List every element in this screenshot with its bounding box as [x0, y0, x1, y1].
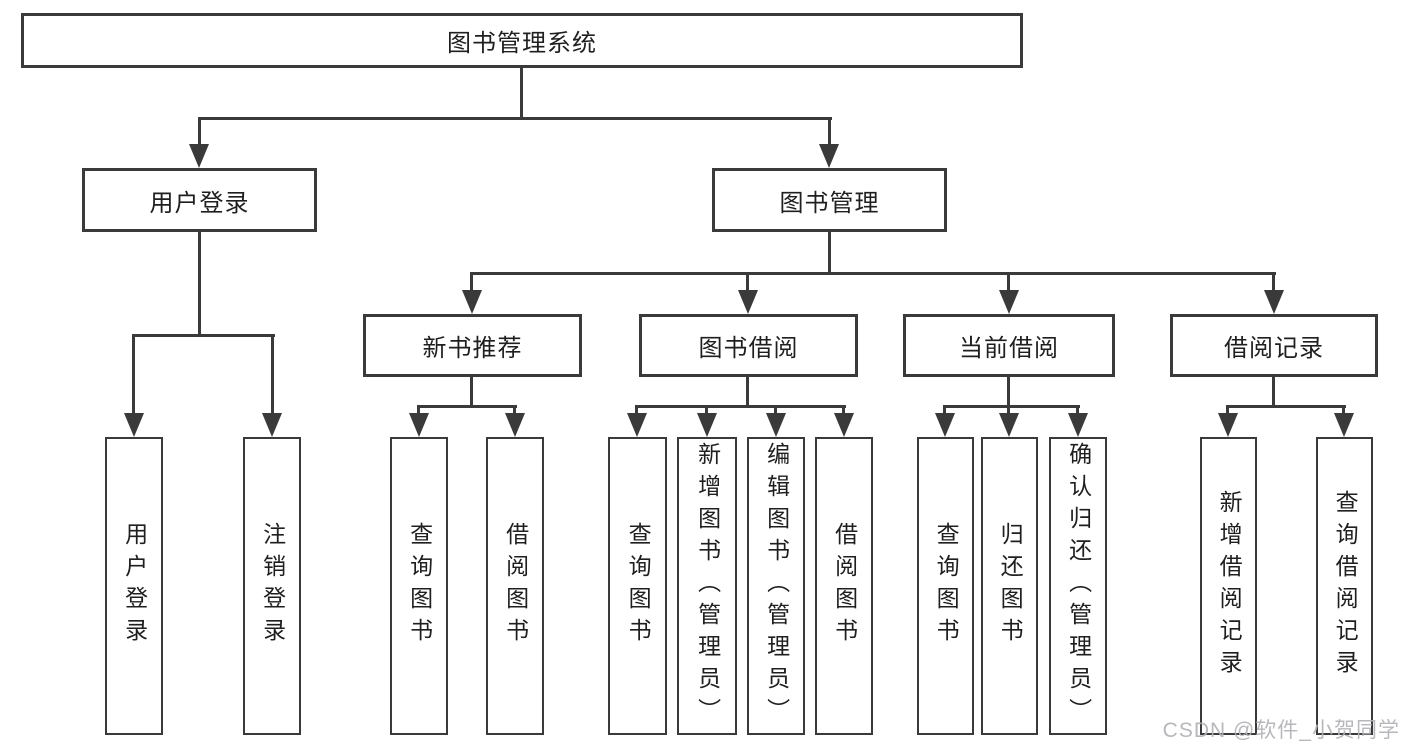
node-book-borrow: 图书借阅: [639, 314, 858, 377]
leaf-label: 编辑图书（管理员）: [763, 442, 790, 730]
arrow-down-icon: [462, 290, 482, 314]
connector-line: [520, 68, 523, 120]
leaf-user-login: 用户登录: [105, 437, 163, 735]
connector-line: [470, 377, 473, 408]
arrow-down-icon: [766, 413, 786, 437]
connector-line: [132, 334, 275, 337]
connector-line: [198, 117, 201, 148]
leaf-label: 用户登录: [121, 522, 148, 650]
arrow-down-icon: [1068, 413, 1088, 437]
connector-line: [1007, 405, 1010, 416]
connector-line: [1226, 405, 1346, 408]
leaf-add-borrow-record: 新增借阅记录: [1200, 437, 1257, 735]
connector-line: [1007, 272, 1010, 294]
connector-line: [198, 232, 201, 337]
leaf-label: 查询图书: [625, 522, 652, 650]
arrow-down-icon: [505, 413, 525, 437]
leaf-add-book-admin: 新增图书（管理员）: [677, 437, 737, 735]
connector-line: [470, 272, 473, 294]
node-user-login: 用户登录: [82, 168, 317, 232]
arrow-down-icon: [409, 413, 429, 437]
connector-line: [943, 405, 946, 416]
leaf-label: 查询图书: [406, 522, 433, 650]
arrow-down-icon: [1334, 413, 1354, 437]
leaf-label: 归还图书: [997, 522, 1024, 650]
node-book-management: 图书管理: [712, 168, 947, 232]
arrow-down-icon: [697, 413, 717, 437]
leaf-label: 查询借阅记录: [1332, 490, 1359, 682]
connector-line: [943, 405, 1080, 408]
leaf-query-book-current: 查询图书: [917, 437, 974, 735]
connector-line: [417, 405, 420, 416]
node-new-book-recommend: 新书推荐: [363, 314, 582, 377]
connector-line: [1272, 377, 1275, 408]
arrow-down-icon: [1218, 413, 1238, 437]
connector-line: [1272, 272, 1275, 294]
arrow-down-icon: [819, 144, 839, 168]
connector-line: [198, 117, 832, 120]
connector-line: [271, 334, 274, 416]
connector-line: [132, 334, 135, 416]
connector-line: [746, 272, 749, 294]
leaf-borrow-book: 借阅图书: [815, 437, 873, 735]
connector-line: [828, 232, 831, 275]
arrow-down-icon: [738, 290, 758, 314]
arrow-down-icon: [999, 413, 1019, 437]
leaf-query-book-recommend: 查询图书: [390, 437, 448, 735]
leaf-label: 新增借阅记录: [1216, 490, 1243, 682]
leaf-label: 注销登录: [259, 522, 286, 650]
connector-line: [1226, 405, 1229, 416]
node-current-borrow: 当前借阅: [903, 314, 1115, 377]
arrow-down-icon: [189, 144, 209, 168]
leaf-borrow-book-recommend: 借阅图书: [486, 437, 544, 735]
connector-line: [842, 405, 845, 416]
connector-line: [635, 405, 846, 408]
leaf-label: 查询图书: [933, 522, 960, 650]
connector-line: [746, 377, 749, 408]
arrow-down-icon: [262, 413, 282, 437]
leaf-logout: 注销登录: [243, 437, 301, 735]
connector-line: [635, 405, 638, 416]
leaf-label: 确认归还（管理员）: [1065, 442, 1092, 730]
csdn-watermark: CSDN @软件_小贺同学: [1162, 719, 1400, 742]
leaf-query-book-borrow: 查询图书: [608, 437, 667, 735]
connector-line: [1007, 377, 1010, 408]
connector-line: [705, 405, 708, 416]
arrow-down-icon: [999, 290, 1019, 314]
leaf-confirm-return-admin: 确认归还（管理员）: [1049, 437, 1107, 735]
leaf-return-book: 归还图书: [981, 437, 1038, 735]
connector-line: [513, 405, 516, 416]
arrow-down-icon: [935, 413, 955, 437]
leaf-edit-book-admin: 编辑图书（管理员）: [747, 437, 805, 735]
leaf-label: 借阅图书: [502, 522, 529, 650]
connector-line: [417, 405, 517, 408]
leaf-query-borrow-record: 查询借阅记录: [1316, 437, 1373, 735]
node-borrow-record: 借阅记录: [1170, 314, 1378, 377]
connector-line: [774, 405, 777, 416]
connector-line: [470, 272, 1276, 275]
connector-line: [1076, 405, 1079, 416]
arrow-down-icon: [627, 413, 647, 437]
arrow-down-icon: [834, 413, 854, 437]
arrow-down-icon: [1264, 290, 1284, 314]
arrow-down-icon: [124, 413, 144, 437]
connector-line: [828, 117, 831, 148]
leaf-label: 借阅图书: [831, 522, 858, 650]
connector-line: [1342, 405, 1345, 416]
leaf-label: 新增图书（管理员）: [694, 442, 721, 730]
node-root-library-system: 图书管理系统: [21, 13, 1023, 68]
